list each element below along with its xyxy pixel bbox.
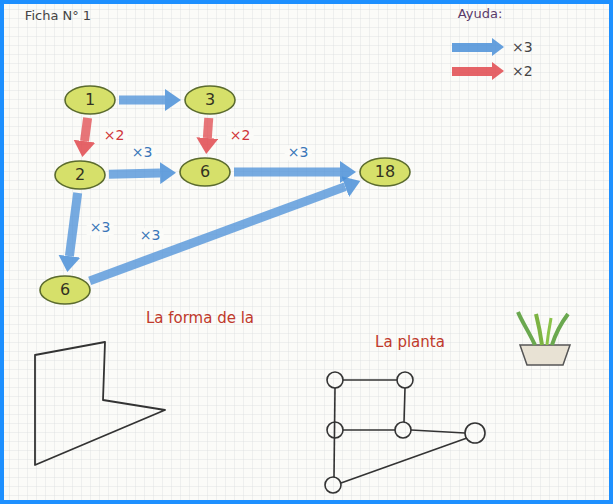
number-circle: 6 xyxy=(39,275,91,305)
number-text: 6 xyxy=(200,163,210,181)
plant-drawing xyxy=(518,312,570,365)
factor-label: ×3 xyxy=(137,228,164,243)
factor-label: ×3 xyxy=(129,145,156,160)
note-text: La planta xyxy=(375,334,445,351)
circle-graph xyxy=(325,372,485,493)
number-circle: 18 xyxy=(359,157,411,187)
number-text: 3 xyxy=(205,91,215,109)
arrow-connector xyxy=(69,193,77,256)
factor-label: ×3 xyxy=(285,145,312,160)
number-circle: 1 xyxy=(64,85,116,115)
polygon-figure xyxy=(35,342,165,465)
number-text: 18 xyxy=(375,163,395,181)
arrow-swatch xyxy=(452,67,492,76)
arrow-connector xyxy=(119,96,165,105)
number-text: 1 xyxy=(85,91,95,109)
number-text: 6 xyxy=(60,281,70,299)
number-circle: 2 xyxy=(54,160,106,190)
swatch-head xyxy=(492,38,504,56)
arrow-connector xyxy=(109,173,160,174)
number-circle: 6 xyxy=(179,157,231,187)
arrow-connector xyxy=(90,187,346,281)
number-text: 2 xyxy=(75,166,85,184)
number-circle: 3 xyxy=(184,85,236,115)
arrow-swatch xyxy=(452,43,492,52)
legend-text: ×2 xyxy=(512,63,533,79)
arrow-connector xyxy=(85,118,88,141)
legend-row: ×3 xyxy=(452,38,533,56)
arrow-connector xyxy=(207,118,208,138)
factor-label: ×2 xyxy=(101,128,128,143)
arrow-connector xyxy=(234,168,340,177)
note-text: Ayuda: xyxy=(458,7,503,21)
swatch-head xyxy=(492,62,504,80)
factor-label: ×2 xyxy=(227,128,254,143)
factor-label: ×3 xyxy=(87,220,114,235)
legend-text: ×3 xyxy=(512,39,533,55)
legend-row: ×2 xyxy=(452,62,533,80)
sheet-title: Ficha N° 1 xyxy=(25,9,91,23)
note-text: La forma de la xyxy=(146,310,254,327)
